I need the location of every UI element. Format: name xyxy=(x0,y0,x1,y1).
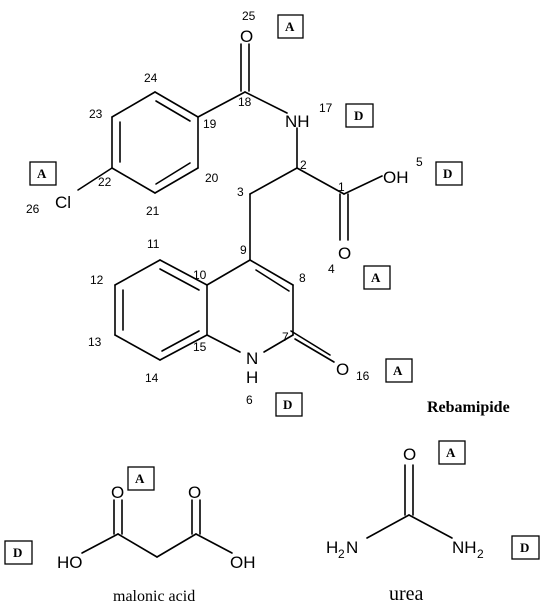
num-10: 10 xyxy=(193,268,207,282)
site-label-o25: A xyxy=(277,14,304,39)
malonic-o-left: O xyxy=(111,483,124,502)
site-label-malonic-o: A xyxy=(127,466,155,491)
num-20: 20 xyxy=(205,171,219,185)
atom-o4: O xyxy=(338,244,351,263)
urea-h2n-n: N xyxy=(346,538,358,557)
num-15: 15 xyxy=(193,340,207,354)
svg-text:D: D xyxy=(354,108,363,123)
num-2: 2 xyxy=(300,158,307,172)
rebamipide-name: Rebamipide xyxy=(427,399,510,416)
svg-text:A: A xyxy=(135,471,145,486)
num-13: 13 xyxy=(88,335,102,349)
num-24: 24 xyxy=(144,71,158,85)
malonic-oh: OH xyxy=(230,553,256,572)
atom-cl26: Cl xyxy=(55,193,71,212)
site-label-cl: A xyxy=(29,161,57,186)
atom-n6: N xyxy=(246,349,258,368)
num-1: 1 xyxy=(338,180,345,194)
num-17: 17 xyxy=(319,101,333,115)
atom-o16: O xyxy=(336,360,349,379)
site-label-urea-o: A xyxy=(438,440,466,465)
site-label-o4: A xyxy=(363,265,391,290)
malonic-acid-molecule: O O HO OH A D malonic acid xyxy=(4,466,256,605)
num-19: 19 xyxy=(203,117,217,131)
num-9: 9 xyxy=(240,243,247,257)
atom-oh5: OH xyxy=(383,168,409,187)
num-14: 14 xyxy=(145,371,159,385)
urea-name: urea xyxy=(389,583,424,605)
urea-nh2-sub: 2 xyxy=(477,547,484,561)
malonic-ho: HO xyxy=(57,553,83,572)
svg-text:A: A xyxy=(37,166,47,181)
svg-text:D: D xyxy=(520,540,529,555)
num-16: 16 xyxy=(356,369,370,383)
chlorobenzene-ring xyxy=(111,91,199,194)
site-label-o16: A xyxy=(385,358,413,383)
rebamipide-molecule: O NH OH O Cl N H O 25 18 17 2 1 5 3 4 24… xyxy=(26,9,510,417)
num-4: 4 xyxy=(328,262,335,276)
svg-text:A: A xyxy=(371,270,381,285)
svg-text:D: D xyxy=(283,397,292,412)
site-label-malonic-oh: D xyxy=(4,540,33,565)
malonic-acid-name: malonic acid xyxy=(113,588,195,605)
num-6: 6 xyxy=(246,393,253,407)
num-11: 11 xyxy=(147,237,160,251)
atom-nh17: NH xyxy=(285,112,310,131)
urea-o: O xyxy=(403,445,416,464)
num-8: 8 xyxy=(299,271,306,285)
num-26: 26 xyxy=(26,202,40,216)
num-25: 25 xyxy=(242,9,256,23)
urea-molecule: O H 2 N NH 2 A D urea xyxy=(326,440,540,605)
num-5: 5 xyxy=(416,155,423,169)
malonic-o-right: O xyxy=(188,483,201,502)
urea-h2n-h: H xyxy=(326,538,338,557)
svg-text:A: A xyxy=(393,363,403,378)
num-18: 18 xyxy=(238,95,252,109)
num-7: 7 xyxy=(282,330,289,344)
quinolinone-ring xyxy=(114,259,294,361)
atom-o25: O xyxy=(240,27,253,46)
urea-h2n-sub: 2 xyxy=(338,547,345,561)
site-label-nh6: D xyxy=(275,392,303,417)
atom-h6: H xyxy=(246,368,258,387)
site-label-n17: D xyxy=(345,103,374,128)
svg-text:A: A xyxy=(446,445,456,460)
num-23: 23 xyxy=(89,107,103,121)
svg-text:D: D xyxy=(13,545,22,560)
num-3: 3 xyxy=(237,185,244,199)
num-22: 22 xyxy=(98,175,112,189)
num-12: 12 xyxy=(90,273,104,287)
svg-text:D: D xyxy=(443,166,452,181)
site-label-urea-nh2: D xyxy=(511,535,540,560)
num-21: 21 xyxy=(146,204,160,218)
site-label-oh5: D xyxy=(435,161,463,186)
svg-text:A: A xyxy=(285,19,295,34)
urea-nh2: NH xyxy=(452,538,477,557)
